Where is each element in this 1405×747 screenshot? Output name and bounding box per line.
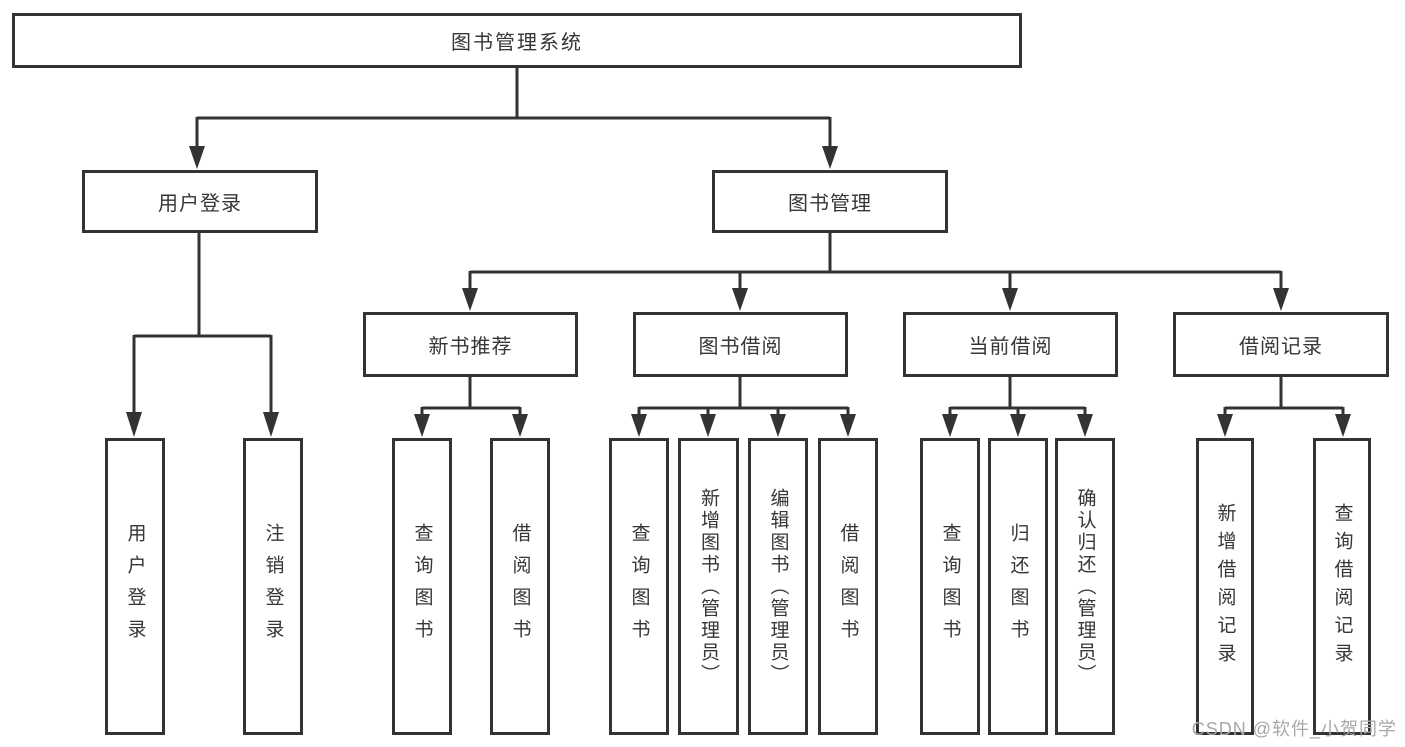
- arrow-down-icon: [942, 414, 958, 437]
- arrow-down-icon: [1335, 414, 1351, 437]
- leaf-query-borrow-record-label: 查询借阅记录: [1331, 502, 1353, 671]
- arrow-down-icon: [414, 414, 430, 437]
- arrow-down-icon: [263, 412, 279, 437]
- leaf-borrow-books-recommend: 借阅图书: [490, 438, 550, 735]
- leaf-query-books-borrow: 查询图书: [609, 438, 669, 735]
- arrow-down-icon: [840, 414, 856, 437]
- arrow-down-icon: [1217, 414, 1233, 437]
- leaf-confirm-return-admin: 确认归还（管理员）: [1055, 438, 1115, 735]
- node-borrow-records-label: 借阅记录: [1239, 336, 1323, 358]
- leaf-logout: 注销登录: [243, 438, 303, 735]
- leaf-borrow-books-label: 借阅图书: [837, 522, 859, 651]
- leaf-edit-books-admin-label: 编辑图书（管理员）: [767, 487, 789, 686]
- arrow-down-icon: [700, 414, 716, 437]
- csdn-watermark: CSDN @软件_小贺同学: [1191, 719, 1397, 739]
- node-user-login: 用户登录: [82, 170, 318, 233]
- leaf-edit-books-admin: 编辑图书（管理员）: [748, 438, 808, 735]
- arrow-down-icon: [1010, 414, 1026, 437]
- arrow-down-icon: [822, 146, 838, 169]
- node-book-borrow: 图书借阅: [633, 312, 848, 377]
- node-root-label: 图书管理系统: [451, 32, 583, 54]
- leaf-borrow-books-recommend-label: 借阅图书: [509, 522, 531, 651]
- arrow-down-icon: [732, 288, 748, 311]
- arrow-down-icon: [770, 414, 786, 437]
- leaf-add-borrow-record-label: 新增借阅记录: [1214, 502, 1236, 671]
- arrow-down-icon: [1273, 288, 1289, 311]
- node-new-book-recommend-label: 新书推荐: [428, 336, 513, 358]
- leaf-user-login: 用户登录: [105, 438, 165, 735]
- node-book-borrow-label: 图书借阅: [698, 336, 783, 358]
- leaf-return-books-label: 归还图书: [1007, 522, 1029, 651]
- arrow-down-icon: [189, 146, 205, 169]
- leaf-query-books-borrow-label: 查询图书: [628, 522, 650, 651]
- leaf-logout-label: 注销登录: [262, 522, 284, 651]
- node-borrow-records: 借阅记录: [1173, 312, 1389, 377]
- node-current-borrow: 当前借阅: [903, 312, 1118, 377]
- arrow-down-icon: [1077, 414, 1093, 437]
- leaf-add-books-admin: 新增图书（管理员）: [678, 438, 739, 735]
- leaf-add-books-admin-label: 新增图书（管理员）: [698, 487, 719, 686]
- node-root-system: 图书管理系统: [12, 13, 1022, 68]
- leaf-borrow-books: 借阅图书: [818, 438, 878, 735]
- node-user-login-label: 用户登录: [158, 193, 242, 215]
- node-book-management-label: 图书管理: [788, 193, 872, 215]
- node-book-management: 图书管理: [712, 170, 948, 233]
- arrow-down-icon: [1002, 288, 1018, 311]
- leaf-query-books-current-label: 查询图书: [939, 522, 961, 651]
- node-current-borrow-label: 当前借阅: [968, 336, 1053, 358]
- leaf-confirm-return-admin-label: 确认归还（管理员）: [1074, 487, 1096, 686]
- leaf-return-books: 归还图书: [988, 438, 1048, 735]
- arrow-down-icon: [126, 412, 142, 437]
- leaf-query-books-current: 查询图书: [920, 438, 980, 735]
- leaf-user-login-label: 用户登录: [124, 522, 146, 651]
- leaf-add-borrow-record: 新增借阅记录: [1196, 438, 1254, 735]
- leaf-query-borrow-record: 查询借阅记录: [1313, 438, 1371, 735]
- arrow-down-icon: [462, 288, 478, 311]
- arrow-down-icon: [512, 414, 528, 437]
- node-new-book-recommend: 新书推荐: [363, 312, 578, 377]
- leaf-query-books-recommend-label: 查询图书: [411, 522, 433, 651]
- leaf-query-books-recommend: 查询图书: [392, 438, 452, 735]
- arrow-down-icon: [631, 414, 647, 437]
